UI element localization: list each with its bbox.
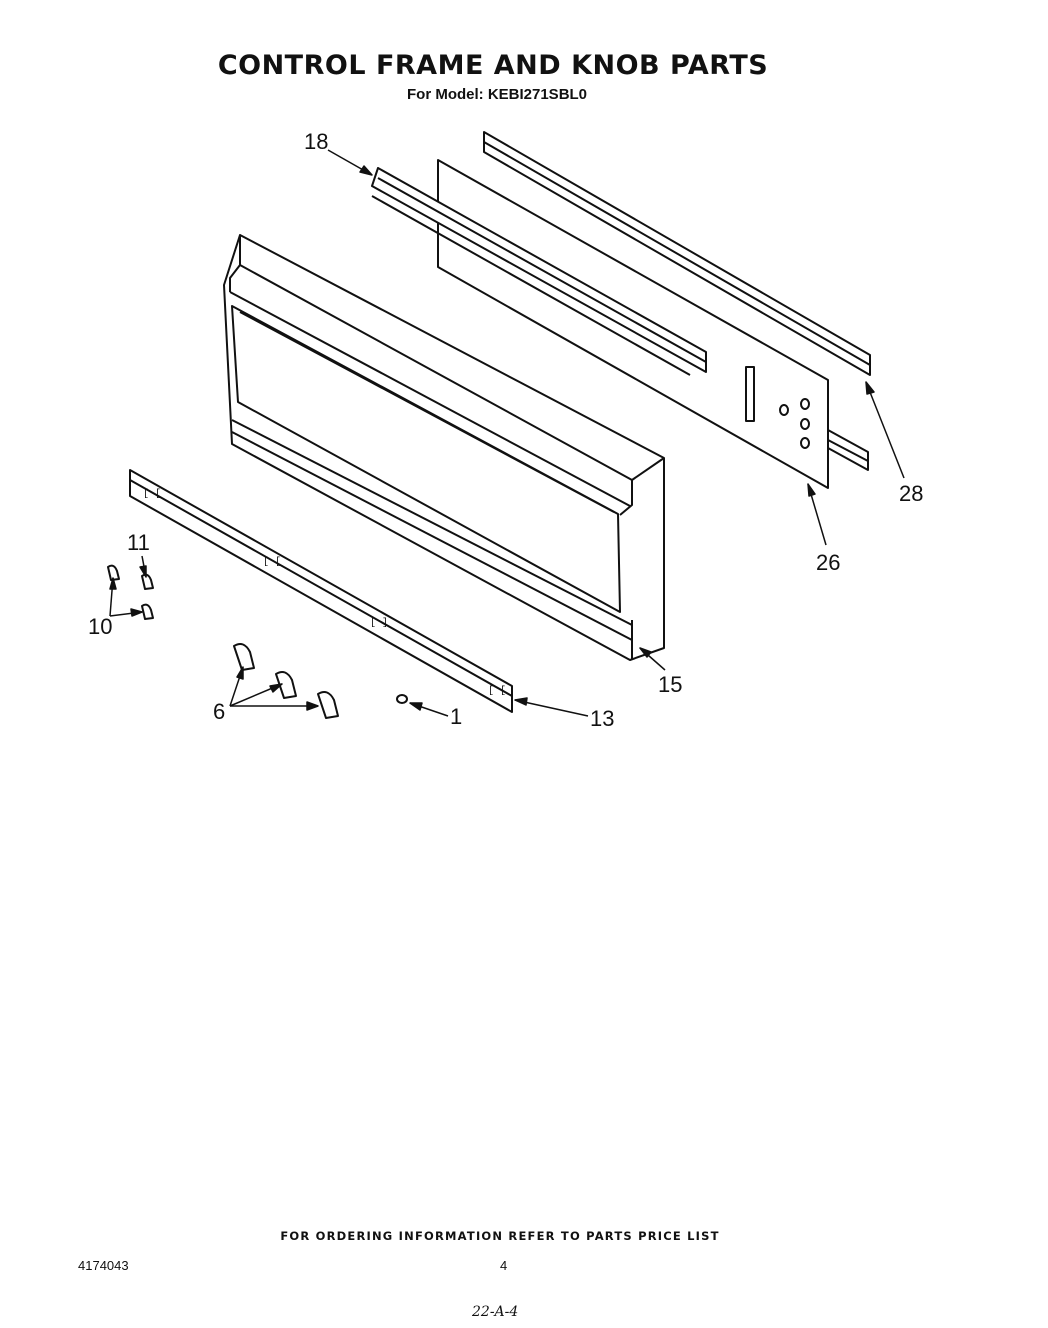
part-18-channel-strip [371,167,707,376]
callout-28: 28 [899,481,923,506]
callout-11: 11 [127,530,150,555]
callout-13: 13 [590,706,614,731]
model-subtitle: For Model: KEBI271SBL0 [407,86,588,103]
part-28-rear-trim [483,131,871,471]
handwritten-note: 22-A-4 [472,1304,519,1320]
ordering-note: FOR ORDERING INFORMATION REFER TO PARTS … [280,1229,720,1243]
callout-18: 18 [304,129,328,154]
page-number: 4 [500,1258,508,1273]
callout-10: 10 [88,614,112,639]
leader-lines [109,149,905,717]
parts-10-11-small-knobs [107,564,154,620]
callout-15: 15 [658,672,682,697]
callout-1: 1 [450,704,462,729]
callout-6: 6 [213,699,225,724]
callout-26: 26 [816,550,840,575]
svg-text:[ [: [ [ [143,488,161,500]
part-15-control-frame [223,234,665,661]
svg-text:[ [: [ [ [488,685,506,697]
part-13-trim-strip: [ [ [ [ [ ] [ [ [129,469,513,713]
svg-text:[ ]: [ ] [370,617,388,629]
svg-text:[ [: [ [ [263,556,281,568]
page-title: CONTROL FRAME AND KNOB PARTS [217,50,769,81]
document-number: 4174043 [78,1258,129,1273]
part-1-nut [396,694,408,704]
part-6-knobs [233,643,339,719]
